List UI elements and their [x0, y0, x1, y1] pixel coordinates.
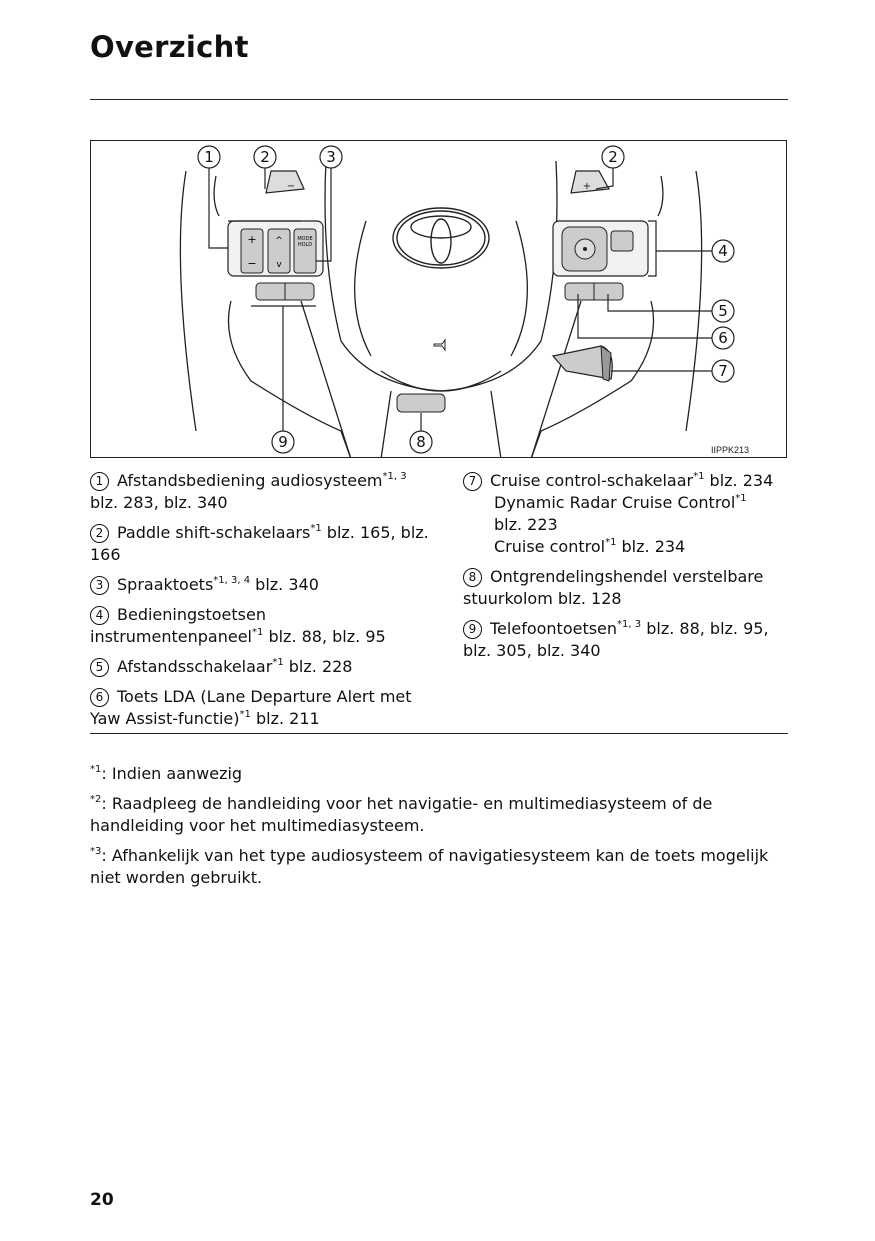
- legend-item: 3 Spraaktoets*1, 3, 4 blz. 340: [90, 574, 435, 596]
- legend-text: Telefoontoetsen: [490, 619, 618, 638]
- page-reference: blz. 88, blz. 95: [263, 627, 386, 646]
- legend-number: 8: [463, 568, 482, 587]
- footnote-ref: *1, 3: [617, 619, 642, 630]
- svg-text:9: 9: [278, 433, 288, 451]
- legend-text: Ontgrendelingshendel verstelbare stuurko…: [463, 567, 764, 608]
- svg-text:6: 6: [718, 329, 728, 347]
- page-reference: blz. 283, blz. 340: [90, 493, 228, 512]
- legend-number: 6: [90, 688, 109, 707]
- page-reference: blz. 165, blz. 166: [90, 523, 429, 564]
- legend-number: 2: [90, 524, 109, 543]
- svg-text:−: −: [287, 181, 295, 192]
- footnote-ref: *1, 3: [382, 471, 407, 482]
- legend-text: Bedieningstoetsen instrumentenpaneel: [90, 605, 266, 646]
- footnote-mark: *2: [90, 794, 102, 805]
- svg-text:8: 8: [416, 433, 426, 451]
- footnote: *1: Indien aanwezig: [90, 763, 790, 785]
- svg-text:7: 7: [718, 362, 728, 380]
- svg-text:+: +: [247, 233, 256, 246]
- footnote: *2: Raadpleeg de handleiding voor het na…: [90, 793, 790, 837]
- footnote-ref: *1: [605, 537, 617, 548]
- svg-text:HOLD: HOLD: [298, 242, 312, 248]
- legend-number: 7: [463, 472, 482, 491]
- footnote: *3: Afhankelijk van het type audiosystee…: [90, 845, 790, 889]
- footnote-text: : Raadpleeg de handleiding voor het navi…: [90, 794, 713, 835]
- footnote-ref: *1: [272, 657, 284, 668]
- footnote-ref: *1: [251, 627, 264, 638]
- svg-text:MODE: MODE: [297, 236, 312, 242]
- legend-item: 1 Afstandsbediening audiosysteem*1, 3 blz…: [90, 470, 435, 514]
- callout-6: 6: [711, 326, 735, 350]
- svg-text:2: 2: [608, 148, 618, 166]
- callout-7: 7: [711, 359, 735, 383]
- legend-text: Afstandsbediening audiosysteem: [117, 471, 383, 490]
- footnote-ref: *1, 3, 4: [213, 575, 251, 586]
- callout-1: 1: [197, 145, 221, 169]
- footnote-ref: *1: [735, 493, 747, 504]
- svg-text:+: +: [583, 181, 591, 192]
- legend-left: 1 Afstandsbediening audiosysteem*1, 3 blz…: [90, 470, 435, 738]
- page-title: Overzicht: [90, 30, 249, 64]
- page-reference: blz. 228: [283, 657, 353, 676]
- footnote-mark: *1: [90, 764, 102, 775]
- legend-text: Afstandsschakelaar: [117, 657, 273, 676]
- page-reference: blz. 88, blz. 95, blz. 305, blz. 340: [463, 619, 769, 660]
- legend-item: 7 Cruise control-schakelaar*1 blz. 234: [463, 470, 788, 492]
- footnote-ref: *1: [239, 709, 251, 720]
- svg-text:4: 4: [718, 242, 728, 260]
- legend-number: 3: [90, 576, 109, 595]
- callout-3: 3: [319, 145, 343, 169]
- svg-text:1: 1: [204, 148, 214, 166]
- svg-text:5: 5: [718, 302, 728, 320]
- callout-8: 8: [409, 430, 433, 454]
- page-reference: blz. 223: [494, 515, 558, 534]
- svg-text:3: 3: [326, 148, 336, 166]
- callout-2-right: 2: [601, 145, 625, 169]
- footnote-text: : Indien aanwezig: [101, 764, 243, 783]
- legend-subitem: Dynamic Radar Cruise Control*1 blz. 223: [463, 492, 788, 536]
- footnotes: *1: Indien aanwezig *2: Raadpleeg de han…: [90, 763, 790, 897]
- footnote-ref: *1: [310, 523, 322, 534]
- legend-item: 9 Telefoontoetsen*1, 3 blz. 88, blz. 95, …: [463, 618, 788, 662]
- legend-text: Cruise control-schakelaar: [490, 471, 694, 490]
- steering-wheel-illustration: − + + − ^ v MODE HOLD: [179, 145, 749, 457]
- page-reference: blz. 340: [250, 575, 319, 594]
- page-reference: blz. 211: [250, 709, 320, 728]
- legend-text: Cruise control: [494, 537, 606, 556]
- callout-2-left: 2: [253, 145, 277, 169]
- legend-text: Spraaktoets: [117, 575, 214, 594]
- toyota-logo: [392, 207, 490, 269]
- legend-text: Paddle shift-schakelaars: [117, 523, 311, 542]
- page-reference: blz. 234: [704, 471, 774, 490]
- legend-number: 5: [90, 658, 109, 677]
- footnote-ref: *1: [693, 471, 705, 482]
- svg-text:^: ^: [275, 236, 283, 246]
- callout-9: 9: [271, 430, 295, 454]
- page-reference: blz. 234: [616, 537, 686, 556]
- legend-subitem: Cruise control*1 blz. 234: [463, 536, 788, 558]
- legend-text: Dynamic Radar Cruise Control: [494, 493, 736, 512]
- legend-text: Toets LDA (Lane Departure Alert met Yaw …: [90, 687, 412, 728]
- svg-text:−: −: [247, 257, 256, 270]
- svg-text:2: 2: [260, 148, 270, 166]
- page-number: 20: [90, 1190, 114, 1210]
- legend-item: 5 Afstandsschakelaar*1 blz. 228: [90, 656, 435, 678]
- footnote-mark: *3: [90, 846, 102, 857]
- callout-5: 5: [711, 299, 735, 323]
- legend-number: 4: [90, 606, 109, 625]
- callout-4: 4: [711, 239, 735, 263]
- legend-divider: [90, 733, 788, 734]
- svg-text:v: v: [276, 260, 282, 270]
- legend-number: 1: [90, 472, 109, 491]
- figure-code: IIPPK213: [711, 445, 749, 455]
- legend-item: 2 Paddle shift-schakelaars*1 blz. 165, bl…: [90, 522, 435, 566]
- title-divider: [90, 99, 788, 100]
- legend-number: 9: [463, 620, 482, 639]
- steering-wheel-figure: − + + − ^ v MODE HOLD: [90, 140, 787, 458]
- footnote-text: : Afhankelijk van het type audiosysteem …: [90, 846, 769, 887]
